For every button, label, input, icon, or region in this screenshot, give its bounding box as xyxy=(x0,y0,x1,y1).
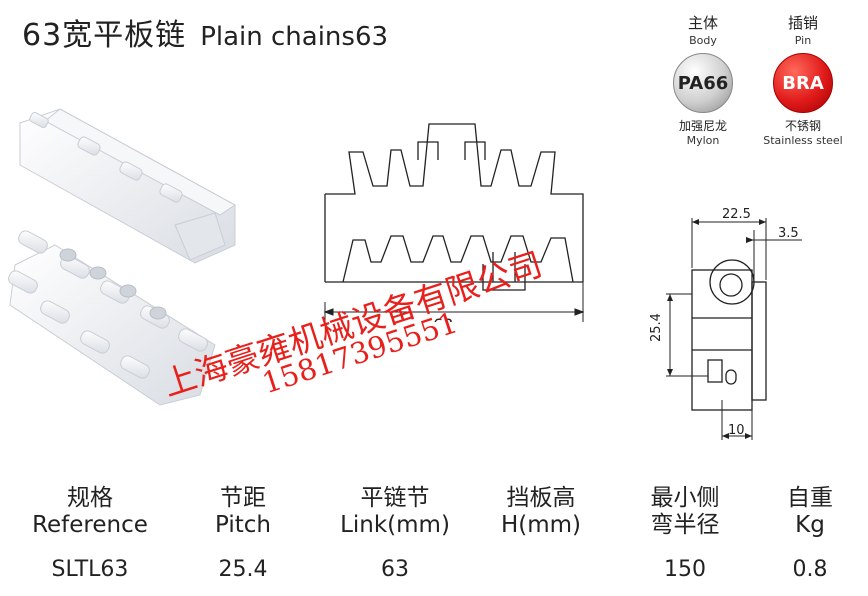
pa66-badge: PA66 xyxy=(673,53,733,113)
header-pitch: 节距 Pitch xyxy=(188,485,298,539)
header-height-en: H(mm) xyxy=(500,512,582,538)
title-zh: 63宽平板链 xyxy=(22,18,187,53)
pa66-badge-text: PA66 xyxy=(677,72,729,94)
value-weight: 0.8 xyxy=(792,557,828,582)
header-link-en: Link(mm) xyxy=(340,512,450,538)
header-link: 平链节 Link(mm) xyxy=(330,485,460,539)
material-body-desc-zh: 加强尼龙 xyxy=(678,119,727,133)
material-pin: 插销 Pin BRA 不锈钢 Stainless steel xyxy=(758,12,848,147)
header-pitch-en: Pitch xyxy=(215,512,271,538)
header-bend-radius: 最小侧 弯半径 xyxy=(630,485,740,539)
header-bend-radius-line1: 最小侧 xyxy=(650,485,720,511)
value-link: 63 xyxy=(381,557,409,582)
side-view-drawing: 22.5 3.5 25.4 10 xyxy=(649,207,802,440)
material-pin-label-zh: 插销 xyxy=(787,14,818,32)
material-body-label-zh: 主体 xyxy=(687,14,718,32)
value-pitch: 25.4 xyxy=(218,557,268,582)
value-bend-radius: 150 xyxy=(664,557,706,582)
header-reference-zh: 规格 xyxy=(67,485,113,511)
bra-badge: BRA xyxy=(773,53,833,113)
title-en: Plain chains63 xyxy=(200,22,389,52)
material-body-label-en: Body xyxy=(689,34,717,47)
side-dim-bottom-label: 10 xyxy=(728,423,745,438)
material-pin-label-en: Pin xyxy=(794,34,812,47)
material-pin-desc-en: Stainless steel xyxy=(763,134,843,147)
header-reference-en: Reference xyxy=(32,512,148,538)
material-pin-desc-zh: 不锈钢 xyxy=(784,119,821,133)
material-body: 主体 Body PA66 加强尼龙 Mylon xyxy=(658,12,748,147)
material-body-desc-en: Mylon xyxy=(686,134,720,147)
side-dim-height-label: 25.4 xyxy=(649,313,664,342)
value-reference: SLTL63 xyxy=(51,557,129,582)
header-height-zh: 挡板高 xyxy=(506,485,576,511)
width-dimension-label: 63 xyxy=(433,315,453,322)
header-height: 挡板高 H(mm) xyxy=(486,485,596,539)
side-dim-top-label: 22.5 xyxy=(722,207,751,222)
header-pitch-zh: 节距 xyxy=(220,485,266,511)
header-bend-radius-line2: 弯半径 xyxy=(650,512,720,538)
chain-product-illustration xyxy=(8,108,236,406)
header-weight-zh: 自重 xyxy=(787,485,833,511)
top-view-drawing: 63 xyxy=(323,123,585,322)
header-weight: 自重 Kg xyxy=(770,485,850,539)
header-weight-en: Kg xyxy=(795,512,825,538)
page-title: 63宽平板链 Plain chains63 xyxy=(22,10,388,54)
header-link-zh: 平链节 xyxy=(360,485,430,511)
header-reference: 规格 Reference xyxy=(20,485,160,539)
side-dim-offset-label: 3.5 xyxy=(778,226,799,241)
bra-badge-text: BRA xyxy=(782,72,824,94)
